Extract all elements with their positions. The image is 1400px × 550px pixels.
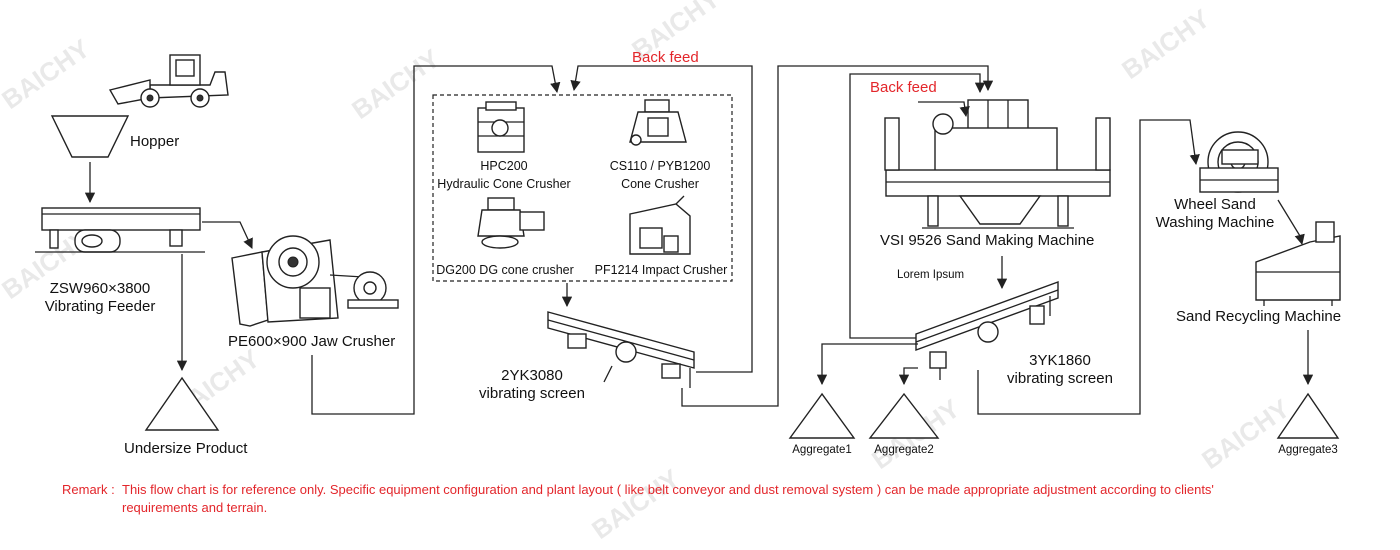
screen-3yk1860-illustration (915, 280, 1059, 380)
vsi-sand-making-illustration (884, 99, 1111, 229)
cs-cone-crusher-illustration (629, 99, 687, 146)
crusher-group-box (432, 94, 733, 282)
aggregate3-pile (1276, 392, 1340, 439)
hpc-cone-crusher-illustration (477, 101, 525, 153)
vibrating-feeder-illustration (35, 207, 205, 253)
cs-name-label: Cone Crusher (621, 177, 699, 191)
pf-impact-crusher-illustration (629, 195, 691, 255)
screen-2yk3080-illustration (547, 311, 695, 388)
feeder-name-label: Vibrating Feeder (44, 298, 156, 315)
screen1-model-label: 2YK3080 (501, 367, 563, 384)
jaw-crusher-illustration (231, 235, 399, 327)
recycling-label: Sand Recycling Machine (1176, 308, 1342, 325)
back-feed-label: Back feed (870, 79, 937, 96)
wheel-sand-washer-illustration (1199, 131, 1279, 193)
watermark: BAICHY (0, 33, 95, 115)
watermark: BAICHY (1116, 3, 1215, 85)
wheel-washer-label-line1: Wheel Sand (1174, 196, 1256, 213)
hpc-name-label: Hydraulic Cone Crusher (437, 177, 571, 191)
hopper-illustration (50, 115, 130, 158)
hpc-model-label: HPC200 (480, 159, 528, 173)
pf-crusher-label: PF1214 Impact Crusher (594, 263, 728, 277)
remark-line1: Remark : This flow chart is for reference… (62, 481, 1362, 499)
hopper-label: Hopper (130, 133, 180, 150)
lorem-label: Lorem Ipsum (897, 269, 965, 281)
sand-recycling-illustration (1255, 221, 1341, 306)
vsi-label: VSI 9526 Sand Making Machine (880, 232, 1095, 249)
wheel-loader-illustration (108, 54, 229, 108)
screen2-model-label: 3YK1860 (1029, 352, 1091, 369)
remark-note: Remark : This flow chart is for reference… (62, 481, 1362, 517)
remark-text-line1: This flow chart is for reference only. S… (122, 482, 1214, 497)
screen1-name-label: vibrating screen (479, 385, 585, 402)
remark-label: Remark : (62, 482, 115, 497)
aggregate2-label: Aggregate2 (874, 444, 934, 456)
cs-model-label: CS110 / PYB1200 (609, 159, 711, 173)
dg-crusher-label: DG200 DG cone crusher (436, 263, 574, 277)
screen2-name-label: vibrating screen (1007, 370, 1113, 387)
feeder-model-label: ZSW960×3800 (49, 280, 151, 297)
undersize-label: Undersize Product (124, 440, 248, 457)
aggregate1-label: Aggregate1 (792, 444, 852, 456)
aggregate2-pile (868, 392, 940, 439)
jaw-crusher-label: PE600×900 Jaw Crusher (228, 333, 396, 350)
dg-cone-crusher-illustration (477, 197, 545, 249)
watermark: BAICHY (346, 43, 445, 125)
back-feed-label: Back feed (632, 49, 699, 66)
undersize-pile (144, 376, 220, 431)
wheel-washer-label-line2: Washing Machine (1155, 214, 1275, 231)
remark-text-line2: requirements and terrain. (122, 500, 268, 515)
aggregate1-pile (788, 392, 856, 439)
aggregate3-label: Aggregate3 (1278, 444, 1338, 456)
